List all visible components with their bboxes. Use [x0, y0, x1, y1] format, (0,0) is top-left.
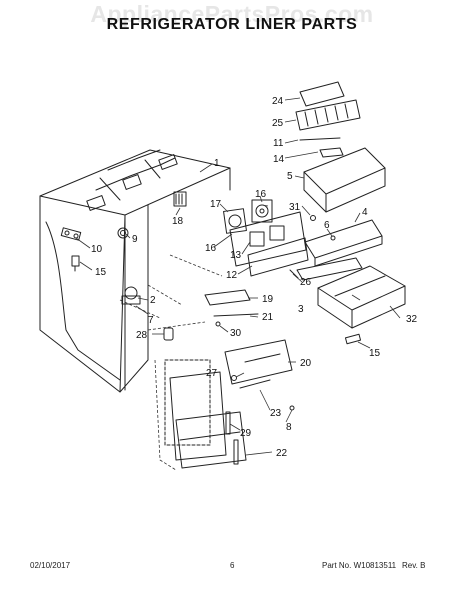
callout-31: 31 [289, 202, 301, 213]
part-32-drawer-frame [317, 265, 406, 329]
part-4-support [304, 219, 383, 267]
callout-32: 32 [406, 314, 418, 325]
part-16-fan-motor [251, 199, 273, 223]
callout-28: 28 [136, 330, 148, 341]
part-5-housing [303, 147, 386, 213]
part-21-rod [213, 313, 259, 317]
part-30-screw [215, 321, 221, 327]
callout-27: 27 [206, 368, 218, 379]
callout-1: 1 [214, 158, 220, 169]
part-31-screw [310, 215, 316, 221]
callout-11: 11 [273, 138, 284, 149]
part-7-2-damper [121, 286, 141, 305]
footer-date: 02/10/2017 [30, 561, 71, 570]
callout-14: 14 [273, 154, 285, 165]
part-18-vent [173, 191, 187, 207]
callout-10: 10 [91, 244, 103, 255]
part-28-cap [163, 327, 174, 341]
callout-18: 18 [172, 216, 184, 227]
callout-20: 20 [300, 358, 312, 369]
callout-22: 22 [276, 448, 288, 459]
callout-16-left: 16 [205, 243, 217, 254]
callout-7: 7 [148, 315, 154, 326]
footer-part-number: Part No. W10813511 [322, 561, 397, 570]
callout-16-right: 16 [255, 189, 267, 200]
callout-4: 4 [362, 207, 368, 218]
callout-6: 6 [324, 220, 330, 231]
part-9-plug [117, 227, 129, 239]
part-12-duct [247, 237, 309, 277]
part-14-clip [319, 147, 344, 158]
callout-12: 12 [226, 270, 238, 281]
part-11-tube [299, 137, 341, 141]
part-17-fan [223, 208, 247, 234]
callout-17: 17 [210, 199, 222, 210]
callout-25: 25 [272, 118, 284, 129]
page-title: REFRIGERATOR LINER PARTS [106, 16, 358, 33]
footer-revision: Rev. B [402, 561, 426, 570]
part-26-clip [289, 269, 299, 279]
callout-30: 30 [230, 328, 242, 339]
callout-19: 19 [262, 294, 274, 305]
callout-9: 9 [132, 234, 138, 245]
part-20-cover [224, 339, 293, 385]
callout-15-right: 15 [369, 348, 381, 359]
part-27-screw [231, 375, 237, 381]
part-15-clip-left [71, 255, 80, 272]
callout-23: 23 [270, 408, 282, 419]
callout-3: 3 [298, 304, 304, 315]
watermark: AppliancePartsPros.com [90, 1, 374, 27]
callout-29: 29 [240, 428, 252, 439]
callout-21: 21 [262, 312, 274, 323]
part-10-bracket [60, 227, 82, 241]
callout-13: 13 [230, 250, 242, 261]
callout-26: 26 [300, 277, 312, 288]
part-3-rail [296, 257, 363, 281]
part-6-screw [330, 235, 336, 241]
part-24-heater-cover [299, 81, 345, 107]
part-19-bracket [204, 289, 251, 306]
callout-8: 8 [286, 422, 292, 433]
callout-15-left: 15 [95, 267, 107, 278]
part-23-rail [239, 379, 271, 389]
callout-2: 2 [150, 295, 156, 306]
footer-page: 6 [230, 561, 235, 570]
part-25-evaporator [295, 99, 361, 131]
callout-5: 5 [287, 171, 293, 182]
part-15-clip-right [344, 333, 362, 345]
refrigerator-liner-body [39, 149, 231, 393]
part-29-rail [225, 411, 239, 465]
callout-24: 24 [272, 96, 284, 107]
part-13-shroud [229, 211, 307, 267]
part-8-screw [289, 405, 295, 411]
